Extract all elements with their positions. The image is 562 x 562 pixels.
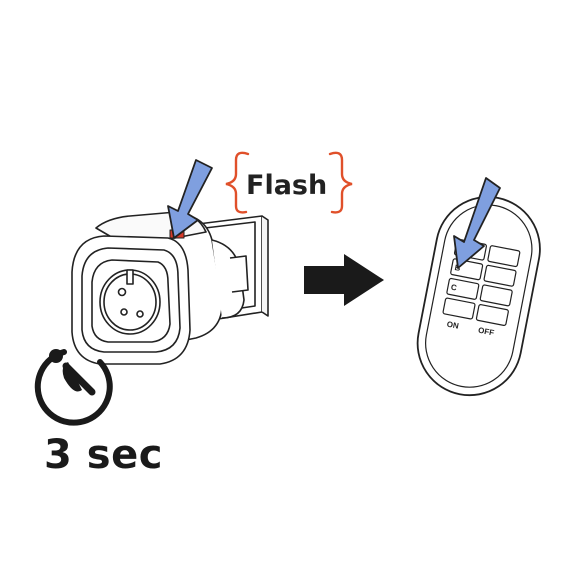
direction-arrow-icon (304, 254, 384, 306)
remote-button-d-off[interactable] (475, 304, 509, 326)
remote-button-c-off[interactable] (479, 284, 513, 307)
remote-button-b-off[interactable] (483, 264, 517, 287)
press-arrow-icon (167, 159, 213, 239)
smart-plug (71, 211, 269, 365)
remote-label-off: OFF (477, 326, 495, 338)
flash-label: Flash (246, 170, 327, 201)
remote-label-on: ON (446, 320, 460, 331)
flash-brace-left (225, 151, 250, 214)
duration-label: 3 sec (44, 432, 163, 478)
remote-control: B C ON OFF (416, 177, 541, 397)
remote-button-c-on[interactable] (446, 277, 480, 300)
flash-brace-right (328, 151, 353, 214)
remote-press-arrow-icon (453, 177, 501, 269)
remote-button-a-off[interactable] (487, 245, 521, 268)
flash-callout: Flash (225, 151, 353, 214)
remote-button-d-on[interactable] (442, 297, 476, 320)
remote-label-c: C (450, 283, 458, 293)
remote-button-grid (442, 238, 521, 326)
stopwatch-icon (34, 349, 113, 426)
plug-front-face (71, 235, 191, 365)
